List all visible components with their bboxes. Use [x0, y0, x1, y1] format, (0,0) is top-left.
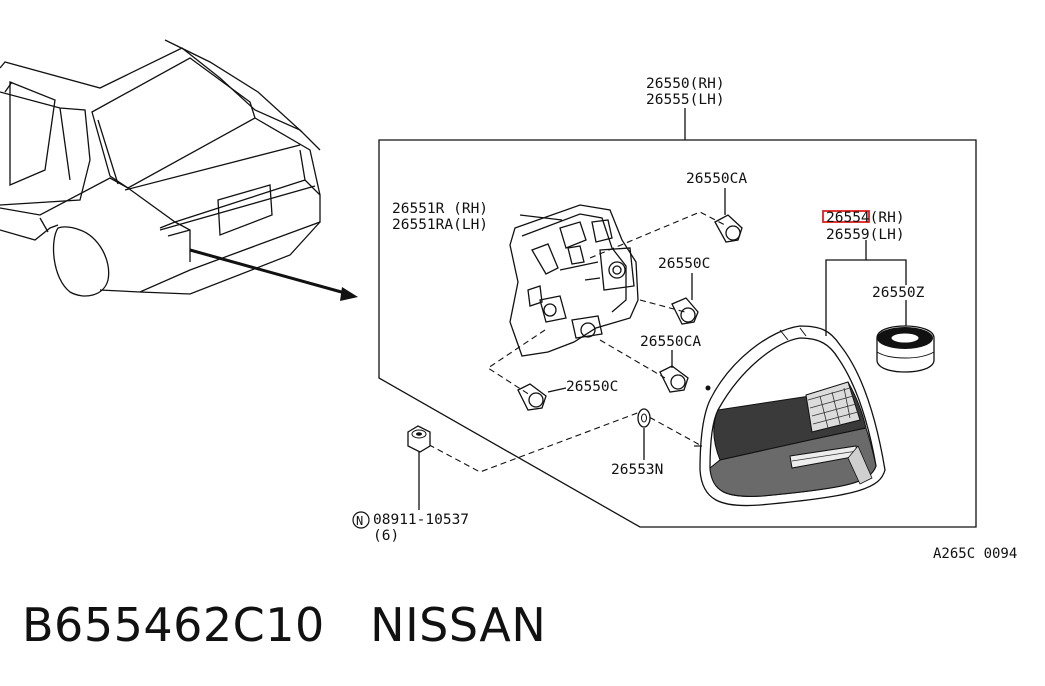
assembly-frame — [378, 139, 977, 528]
label-assembly-lh: 26555(LH) — [646, 92, 725, 108]
pointer-arrow-head — [340, 287, 358, 301]
dashed-line-bolt — [419, 411, 701, 473]
lens-leader — [825, 240, 867, 336]
socket-leader — [519, 214, 563, 221]
nut-marker-letter: N — [356, 514, 363, 528]
bulb-c-low-leader — [547, 387, 567, 393]
highlight-box — [822, 210, 870, 223]
label-seal: 26550Z — [872, 285, 925, 301]
part-number-caption: B655462C10 NISSAN — [22, 598, 547, 652]
washer — [637, 408, 651, 428]
diagram-reference: A265C 0094 — [933, 546, 1017, 562]
socket-housing — [509, 204, 639, 357]
dashed-line-low — [599, 339, 666, 379]
dashed-line-top — [589, 211, 726, 259]
bulb-ca-top — [714, 214, 743, 243]
label-nut-number: 08911-10537 — [373, 512, 469, 528]
label-socket-lh: 26551RA(LH) — [392, 217, 488, 233]
label-lens-rh: 26554(RH) — [826, 210, 905, 226]
lens-assembly — [694, 325, 886, 507]
label-washer: 26553N — [611, 462, 663, 478]
seal-ring — [876, 325, 935, 373]
label-lens-lh: 26559(LH) — [826, 227, 905, 243]
label-bulb-c-low: 26550C — [566, 379, 618, 395]
nut-marker-circle — [352, 511, 370, 529]
label-bulb-ca-top: 26550CA — [686, 171, 747, 187]
car-rear-illustration — [0, 39, 321, 297]
dashed-line-mid — [639, 299, 686, 313]
pointer-arrow-line — [189, 248, 346, 295]
dashed-line-left — [486, 329, 546, 396]
seal-bracket-leader — [866, 259, 907, 285]
label-assembly-rh: 26550(RH) — [646, 76, 725, 92]
bulb-ca-low — [659, 365, 689, 393]
label-bulb-ca-low: 26550CA — [640, 334, 701, 350]
label-nut-qty: (6) — [373, 528, 399, 544]
label-bulb-c-mid: 26550C — [658, 256, 710, 272]
label-socket-rh: 26551R (RH) — [392, 201, 488, 217]
bulb-c-low — [517, 383, 547, 411]
bulb-c-mid — [671, 297, 699, 325]
nut — [407, 425, 431, 453]
